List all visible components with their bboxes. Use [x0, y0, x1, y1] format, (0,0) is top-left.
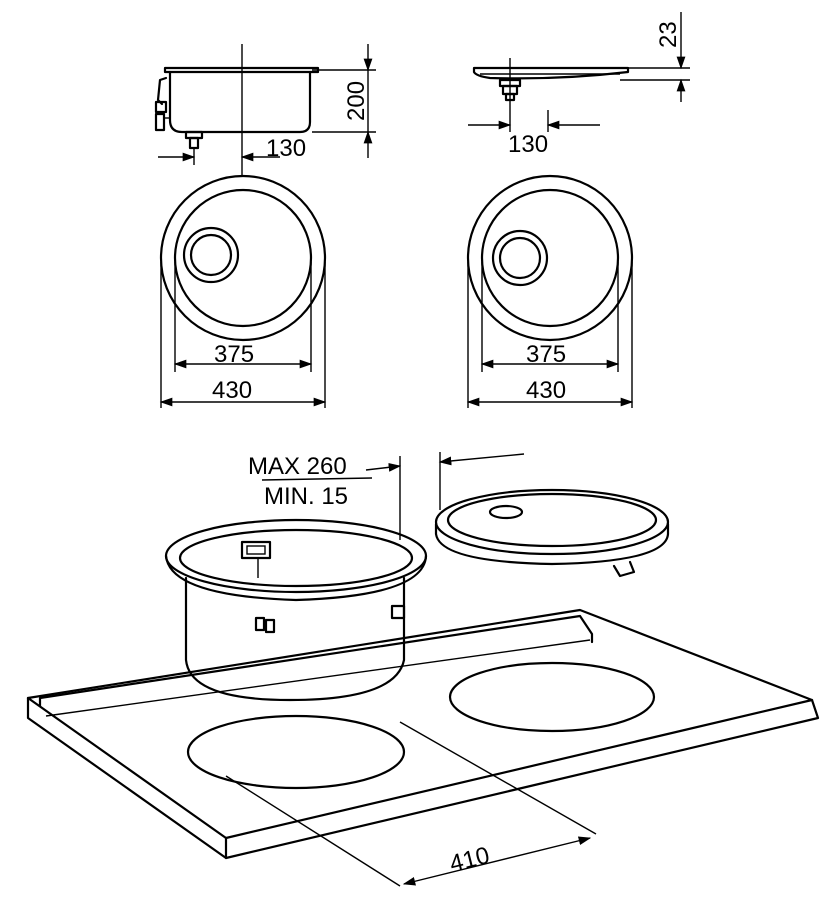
drainer-isometric [434, 488, 670, 578]
worktop-thickness-dim [261, 452, 525, 540]
bowl-isometric [164, 518, 428, 702]
bowl-plan-view [159, 174, 327, 408]
bowl-side-view [154, 44, 376, 175]
bowl-plan-inner-label: 375 [214, 341, 254, 368]
worktop [26, 608, 820, 887]
drainer-plan-outer-label: 430 [526, 377, 566, 404]
bowl-side-waste-offset-label: 130 [266, 135, 306, 162]
drainer-side-height-label: 23 [655, 21, 682, 48]
drainer-plan-inner-label: 375 [526, 341, 566, 368]
worktop-min-label: MIN. 15 [264, 483, 348, 510]
drainer-side-view [468, 12, 690, 132]
drainer-side-waste-offset-label: 130 [508, 131, 548, 158]
worktop-max-label: MAX 260 [248, 453, 347, 480]
bowl-side-depth-label: 200 [343, 81, 370, 121]
cutout-diameter-label: 410 [447, 842, 492, 878]
drainer-plan-view [466, 174, 634, 408]
bowl-plan-outer-label: 430 [212, 377, 252, 404]
